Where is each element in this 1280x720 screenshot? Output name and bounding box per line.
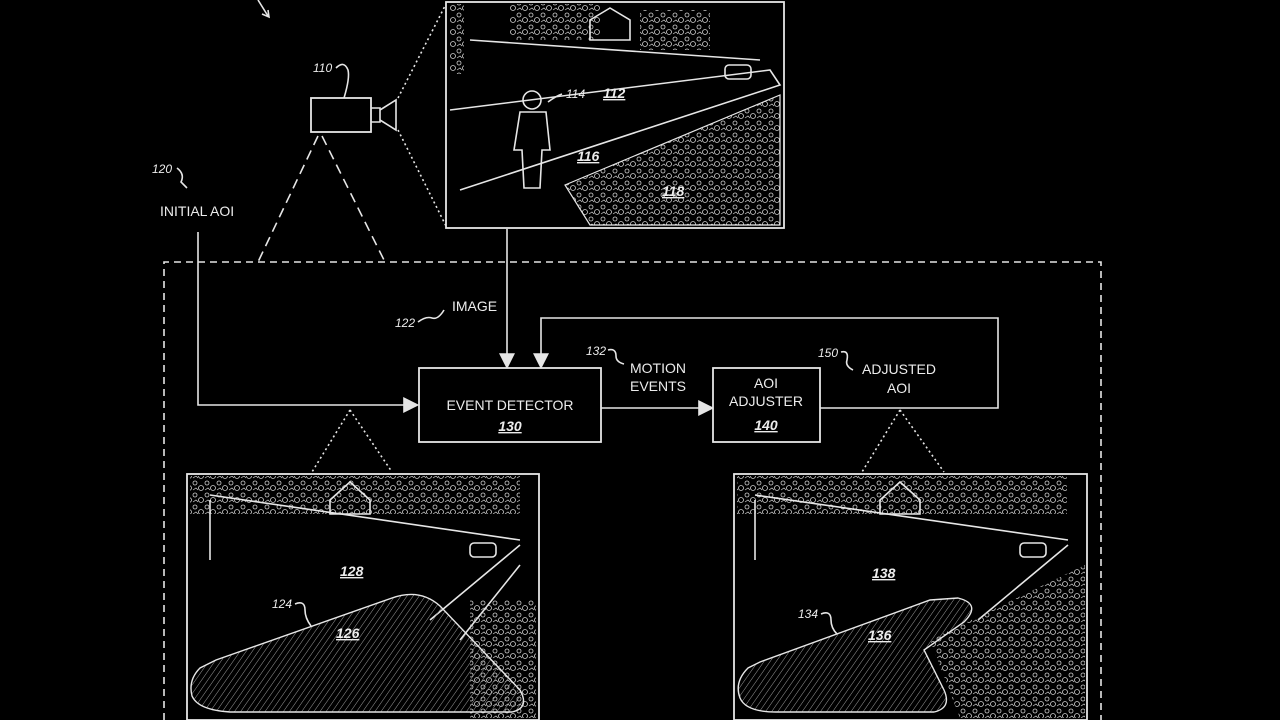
scene-image-top [445,1,785,229]
initial-region-leader [294,602,312,627]
adjusted-scene-dotted [861,409,945,473]
camera-ref: 110 [313,61,332,75]
event-detector-label: EVENT DETECTOR [446,397,573,413]
scene-ref: 112 [603,85,626,101]
event-detector-box [418,367,602,443]
person-ref-leader [547,93,563,103]
adjusted-aoi-ref-leader [840,350,854,371]
adjusted-aoi-ref: 150 [818,346,838,360]
adjusted-region-leader [820,612,838,635]
aoi-adjuster-ref: 140 [754,417,778,433]
initial-region-ref: 126 [336,625,360,641]
camera-ref-leader [335,63,350,99]
adjusted-region-lead-ref: 134 [798,607,818,621]
scene-image-adjusted [733,473,1088,720]
aoi-adjuster-box [712,367,821,443]
road-ref: 116 [577,148,600,164]
aoi-adjuster-label-2: ADJUSTER [729,393,803,409]
initial-aoi-ref: 120 [152,162,172,176]
initial-aoi-label: INITIAL AOI [160,203,234,219]
initial-aoi-arrow [197,232,420,413]
image-label: IMAGE [452,298,497,314]
adjusted-scene-ref: 138 [872,565,896,581]
adjusted-aoi-label-2: AOI [887,380,911,396]
initial-aoi-ref-leader [176,167,188,189]
left-page-margin [0,0,130,720]
camera-icon [310,97,397,133]
system-boundary-dashed [163,261,1102,720]
image-ref: 122 [395,316,415,330]
person-icon [513,90,551,189]
camera-to-scene-dotted [397,3,447,227]
adjusted-aoi-label-1: ADJUSTED [862,361,936,377]
event-detector-ref: 130 [498,418,522,434]
motion-events-label-2: EVENTS [630,378,686,394]
initial-scene-dotted [311,409,393,473]
initial-region-lead-ref: 124 [272,597,292,611]
initial-scene-ref: 128 [340,563,364,579]
aoi-adjuster-label-1: AOI [754,375,778,391]
scene-image-initial [186,473,540,720]
motion-events-ref-leader [607,348,625,365]
motion-events-label-1: MOTION [630,360,686,376]
top-arrow-mark [257,0,270,19]
adjusted-aoi-feedback-arrow [533,317,999,409]
camera-fov-lines [257,135,386,263]
person-ref: 114 [566,87,585,101]
lawn-ref: 118 [662,183,685,199]
initial-aoi-region [190,593,525,713]
motion-events-ref: 132 [586,344,606,358]
image-ref-leader [417,309,445,323]
adjusted-region-ref: 136 [868,627,892,643]
adjusted-aoi-region [737,597,973,713]
